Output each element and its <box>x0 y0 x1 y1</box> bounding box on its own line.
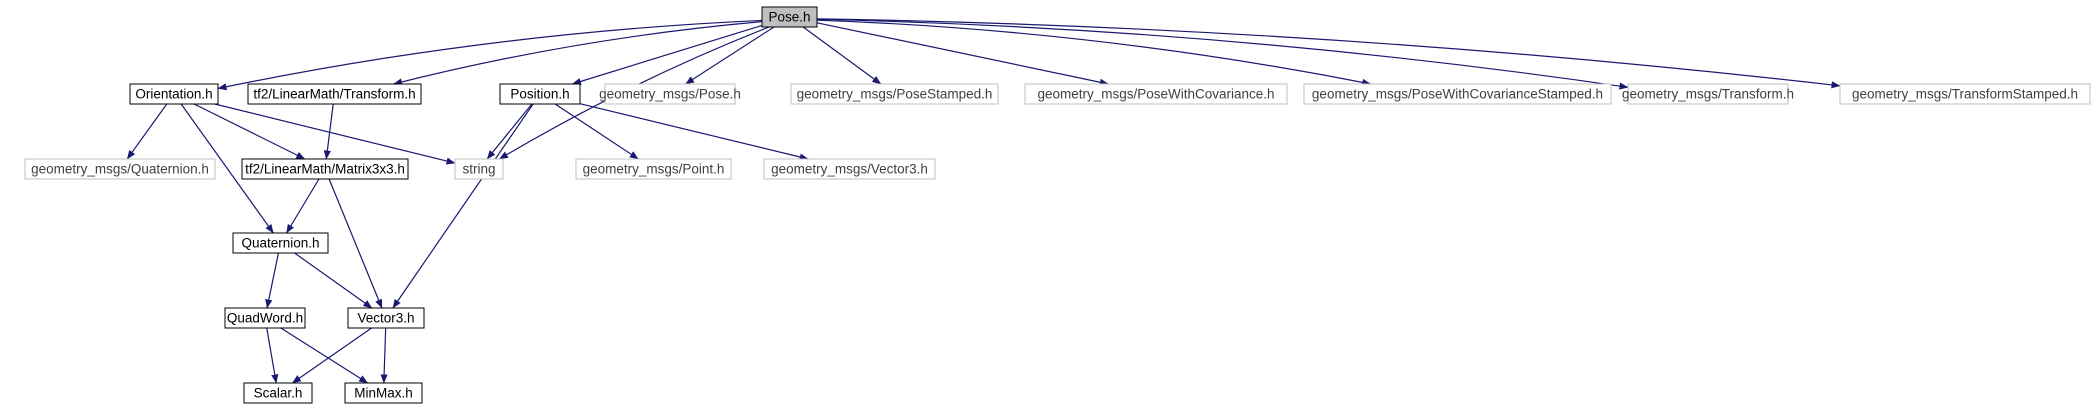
node-box-minmax <box>344 382 423 404</box>
node-box-gm_pose_stamped <box>790 83 999 105</box>
node-quadword[interactable]: QuadWord.h <box>224 307 306 329</box>
node-position[interactable]: Position.h <box>499 83 581 105</box>
edge-pose-to-gm_transform_stamped <box>816 18 1841 89</box>
node-box-string <box>454 158 504 180</box>
edge-quaternion-to-quadword <box>265 252 280 309</box>
node-gm_transform_stamped: geometry_msgs/TransformStamped.h <box>1839 83 2091 105</box>
node-label-gm_pose_cov_stamped: geometry_msgs/PoseWithCovarianceStamped.… <box>1312 87 1603 102</box>
node-box-matrix3x3 <box>241 158 409 180</box>
node-label-quaternion: Quaternion.h <box>241 236 319 251</box>
node-box-gm_quaternion <box>24 158 216 180</box>
node-gm_pose: geometry_msgs/Pose.h <box>599 83 741 105</box>
node-box-position <box>499 83 581 105</box>
node-label-gm_vector3: geometry_msgs/Vector3.h <box>771 162 928 177</box>
node-box-vector3 <box>347 307 425 329</box>
edge-pose-to-gm_pose_cov_stamped <box>816 19 1372 86</box>
node-box-orientation <box>129 83 219 105</box>
edge-pose-to-gm_transform <box>816 18 1629 90</box>
node-box-gm_pose <box>604 83 736 105</box>
node-scalar[interactable]: Scalar.h <box>243 382 313 404</box>
node-gm_quaternion: geometry_msgs/Quaternion.h <box>24 158 216 180</box>
node-gm_transform: geometry_msgs/Transform.h <box>1622 83 1794 105</box>
node-label-quadword: QuadWord.h <box>227 311 303 326</box>
node-label-string: string <box>462 162 495 177</box>
node-label-tf2_transform: tf2/LinearMath/Transform.h <box>253 87 415 102</box>
node-matrix3x3[interactable]: tf2/LinearMath/Matrix3x3.h <box>241 158 409 180</box>
node-gm_pose_cov: geometry_msgs/PoseWithCovariance.h <box>1024 83 1288 105</box>
node-label-gm_pose: geometry_msgs/Pose.h <box>599 87 741 102</box>
node-pose[interactable]: Pose.h <box>761 6 818 28</box>
node-box-scalar <box>243 382 313 404</box>
node-box-quadword <box>224 307 306 329</box>
node-box-gm_pose_cov_stamped <box>1303 83 1612 105</box>
node-box-quaternion <box>232 232 329 254</box>
node-vector3[interactable]: Vector3.h <box>347 307 425 329</box>
node-box-gm_vector3 <box>763 158 936 180</box>
node-label-gm_point: geometry_msgs/Point.h <box>583 162 725 177</box>
edge-tf2_transform-to-matrix3x3 <box>323 103 334 160</box>
node-label-vector3: Vector3.h <box>357 311 414 326</box>
node-string: string <box>454 158 504 180</box>
edge-orientation-to-gm_quaternion <box>126 103 168 160</box>
node-gm_pose_stamped: geometry_msgs/PoseStamped.h <box>790 83 999 105</box>
node-tf2_transform[interactable]: tf2/LinearMath/Transform.h <box>247 83 422 105</box>
edge-position-to-gm_vector3 <box>579 103 809 161</box>
edge-matrix3x3-to-vector3 <box>328 178 383 309</box>
node-box-pose <box>761 6 818 28</box>
node-box-gm_transform <box>1627 83 1789 105</box>
node-label-position: Position.h <box>510 87 569 102</box>
node-box-gm_pose_cov <box>1024 83 1288 105</box>
node-label-matrix3x3: tf2/LinearMath/Matrix3x3.h <box>245 162 405 177</box>
node-gm_pose_cov_stamped: geometry_msgs/PoseWithCovarianceStamped.… <box>1303 83 1612 105</box>
edge-vector3-to-minmax <box>380 327 388 384</box>
node-label-orientation: Orientation.h <box>135 87 212 102</box>
edge-position-to-gm_point <box>554 103 639 160</box>
edge-pose-to-position <box>571 24 763 85</box>
edge-quadword-to-minmax <box>280 327 369 384</box>
edge-pose-to-gm_pose <box>685 26 775 85</box>
edge-orientation-to-quaternion <box>180 103 274 234</box>
node-gm_vector3: geometry_msgs/Vector3.h <box>763 158 936 180</box>
node-label-gm_transform_stamped: geometry_msgs/TransformStamped.h <box>1852 87 2078 102</box>
node-minmax[interactable]: MinMax.h <box>344 382 423 404</box>
node-box-gm_point <box>575 158 732 180</box>
node-orientation[interactable]: Orientation.h <box>129 83 219 105</box>
edge-pose-to-gm_pose_stamped <box>802 26 882 85</box>
node-label-gm_transform: geometry_msgs/Transform.h <box>1622 87 1794 102</box>
edge-pose-to-orientation <box>217 19 763 91</box>
edge-position-to-string <box>486 103 533 160</box>
node-label-pose: Pose.h <box>768 10 810 25</box>
edge-pose-to-tf2_transform <box>393 21 763 86</box>
edge-position-to-vector3 <box>392 103 534 309</box>
edge-vector3-to-scalar <box>292 327 372 384</box>
edge-quaternion-to-vector3 <box>294 252 373 309</box>
node-label-minmax: MinMax.h <box>354 386 413 401</box>
edge-quadword-to-scalar <box>266 327 279 384</box>
node-label-gm_pose_cov: geometry_msgs/PoseWithCovariance.h <box>1037 87 1274 102</box>
node-label-gm_pose_stamped: geometry_msgs/PoseStamped.h <box>797 87 993 102</box>
edge-matrix3x3-to-quaternion <box>285 178 320 234</box>
node-quaternion[interactable]: Quaternion.h <box>232 232 329 254</box>
node-gm_point: geometry_msgs/Point.h <box>575 158 732 180</box>
node-box-tf2_transform <box>247 83 422 105</box>
node-box-gm_transform_stamped <box>1839 83 2091 105</box>
node-label-gm_quaternion: geometry_msgs/Quaternion.h <box>31 162 209 177</box>
node-label-scalar: Scalar.h <box>254 386 303 401</box>
edge-orientation-to-matrix3x3 <box>193 103 306 160</box>
edge-orientation-to-string <box>214 103 456 165</box>
edges-layer <box>126 18 1841 384</box>
edge-pose-to-gm_pose_cov <box>816 22 1109 86</box>
